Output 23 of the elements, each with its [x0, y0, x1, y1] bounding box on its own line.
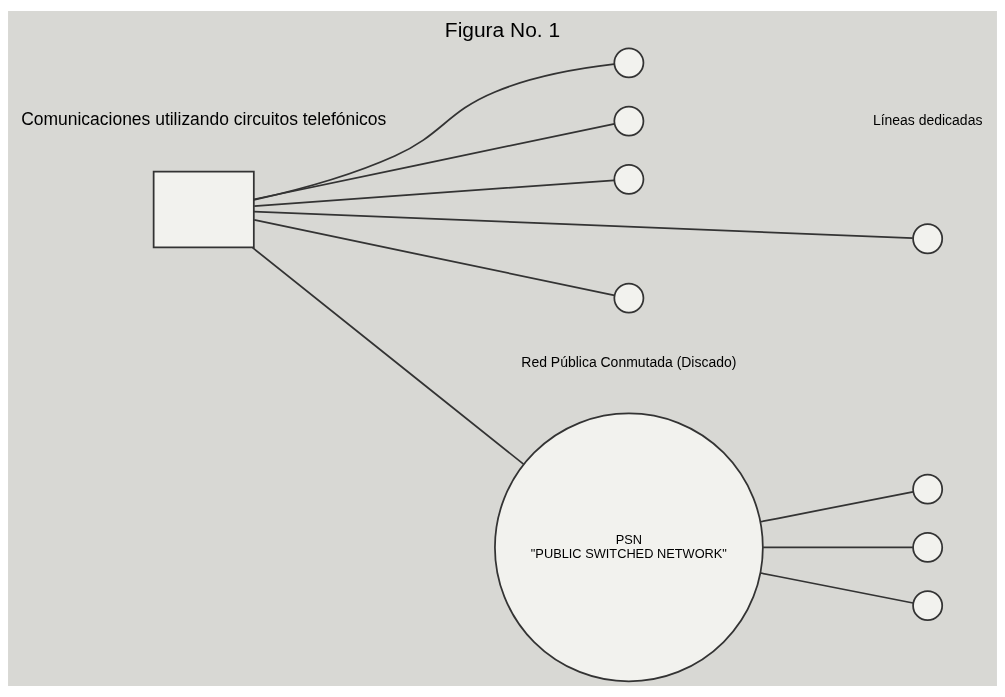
node-label: Red Pública Conmutada (Discado) — [521, 353, 737, 370]
connector — [253, 219, 616, 297]
diagram-title: Figura No. 1 — [444, 18, 561, 42]
node-circle — [613, 282, 645, 314]
connector — [253, 179, 615, 207]
connector — [253, 210, 914, 240]
connector — [759, 572, 914, 604]
node-circle — [912, 223, 944, 255]
connector — [759, 490, 914, 523]
node-circle — [613, 163, 645, 195]
node-circle — [912, 473, 944, 505]
connector — [762, 546, 914, 549]
node-circle — [912, 590, 944, 622]
connector — [251, 246, 525, 465]
node-circle — [613, 105, 645, 137]
node-circle: PSN "PUBLIC SWITCHED NETWORK" — [494, 412, 764, 683]
label: Comunicaciones utilizando circuitos telefónicos — [21, 109, 387, 130]
node-circle — [912, 531, 944, 563]
node-box — [152, 170, 255, 249]
connector — [253, 63, 615, 201]
label: Líneas dedicadas — [872, 111, 983, 128]
node-circle — [613, 47, 645, 79]
connector — [253, 122, 616, 201]
